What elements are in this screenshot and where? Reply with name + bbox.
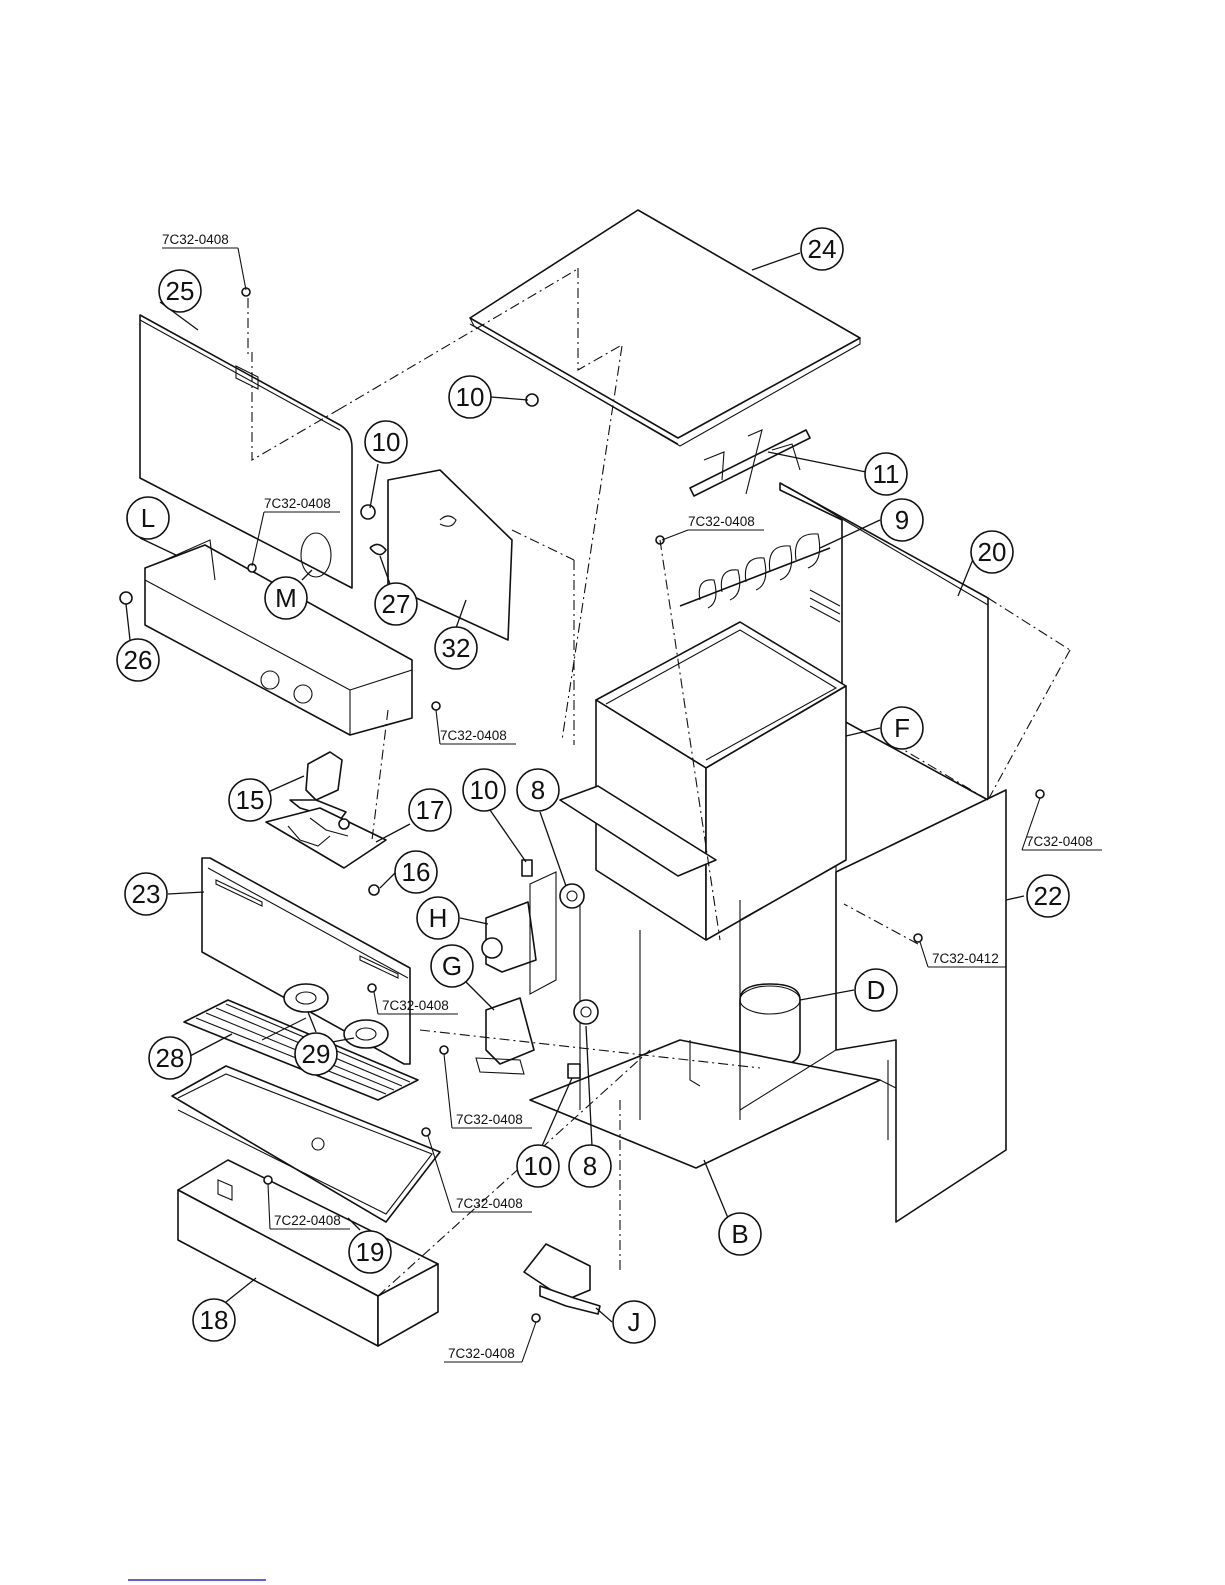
callout-label: 26 (124, 645, 153, 675)
part-code-control-box: 7C32-0408 (436, 710, 516, 744)
part-code-right-top: 7C32-0408 (1022, 798, 1102, 850)
callout-10-c: 10 (463, 769, 505, 811)
callout-28: 28 (149, 1037, 191, 1079)
callout-label: 18 (200, 1305, 229, 1335)
callout-label: B (731, 1219, 748, 1249)
part-code-label: 7C32-0408 (456, 1112, 523, 1127)
bracket (266, 808, 386, 868)
callout-label: 9 (895, 505, 909, 535)
part-code-label: 7C32-0408 (382, 998, 449, 1013)
part-code-label: 7C22-0408 (274, 1213, 341, 1228)
callout-10-d: 10 (517, 1145, 559, 1187)
callout-label: 17 (416, 795, 445, 825)
part-code-label: 7C32-0412 (932, 951, 999, 966)
callout-10-a: 10 (449, 376, 491, 418)
callout-label: 23 (132, 879, 161, 909)
callout-H: H (417, 897, 459, 939)
gear-motor (482, 872, 556, 994)
auger (680, 534, 830, 608)
part-code-tray: 7C32-0408 (428, 1136, 532, 1212)
callout-8-a: 8 (517, 769, 559, 811)
callout-label: 8 (583, 1151, 597, 1181)
callout-label: 8 (531, 775, 545, 805)
callout-label: 27 (382, 589, 411, 619)
callout-19: 19 (349, 1231, 391, 1273)
callout-29: 29 (295, 1033, 337, 1075)
callout-10-b: 10 (365, 421, 407, 463)
part-code-side-panel: 7C32-0408 (662, 514, 764, 540)
callout-J: J (613, 1301, 655, 1343)
agitator (690, 430, 810, 496)
callout-label: 32 (442, 633, 471, 663)
callout-17: 17 (409, 789, 451, 831)
callout-label: 28 (156, 1043, 185, 1073)
callout-D: D (855, 969, 897, 1011)
callout-F: F (881, 707, 923, 749)
callout-label: L (141, 503, 155, 533)
drive-motor (476, 998, 534, 1074)
callout-22: 22 (1027, 875, 1069, 917)
switch-assembly (524, 1244, 600, 1314)
callout-15: 15 (229, 779, 271, 821)
part-code-label: 7C32-0408 (1026, 834, 1093, 849)
callout-label: 16 (402, 857, 431, 887)
cabinet-main (560, 622, 846, 940)
callout-25: 25 (159, 270, 201, 312)
callout-24: 24 (801, 228, 843, 270)
callout-label: J (628, 1307, 641, 1337)
callout-27: 27 (375, 583, 417, 625)
part-code-label: 7C32-0408 (440, 728, 507, 743)
callout-M: M (265, 577, 307, 619)
callout-20: 20 (971, 531, 1013, 573)
callout-B: B (719, 1213, 761, 1255)
callout-label: 20 (978, 537, 1007, 567)
callout-label: M (275, 583, 297, 613)
callout-label: 10 (470, 775, 499, 805)
control-box (145, 540, 412, 735)
callout-label: 24 (808, 234, 837, 264)
callout-23: 23 (125, 873, 167, 915)
callout-label: 10 (524, 1151, 553, 1181)
callout-8-b: 8 (569, 1145, 611, 1187)
callout-G: G (431, 945, 473, 987)
front-upper-panel (140, 315, 352, 588)
callout-26: 26 (117, 639, 159, 681)
part-code-label: 7C32-0408 (456, 1196, 523, 1211)
callout-label: 10 (456, 382, 485, 412)
callout-32: 32 (435, 627, 477, 669)
callout-label: 25 (166, 276, 195, 306)
callout-label: G (442, 951, 462, 981)
part-code-label: 7C32-0408 (688, 514, 755, 529)
part-code-label: 7C32-0408 (448, 1346, 515, 1361)
callout-18: 18 (193, 1299, 235, 1341)
callout-L: L (127, 497, 169, 539)
part-code-switch: 7C32-0408 (444, 1322, 536, 1362)
callout-11: 11 (865, 453, 907, 495)
callout-label: 22 (1034, 881, 1063, 911)
callout-label: 11 (873, 459, 900, 489)
part-code-label: 7C32-0408 (162, 232, 229, 247)
bearings (560, 884, 598, 1024)
callout-label: H (429, 903, 448, 933)
callout-label: 15 (236, 785, 265, 815)
callout-label: 10 (372, 427, 401, 457)
callout-label: D (867, 975, 886, 1005)
callout-16: 16 (395, 851, 437, 893)
callout-label: 19 (356, 1237, 385, 1267)
callout-9: 9 (881, 499, 923, 541)
part-code-label: 7C32-0408 (264, 496, 331, 511)
callout-label: 29 (302, 1039, 331, 1069)
callout-label: F (894, 713, 910, 743)
part-code-motor: 7C32-0408 (444, 1054, 532, 1128)
